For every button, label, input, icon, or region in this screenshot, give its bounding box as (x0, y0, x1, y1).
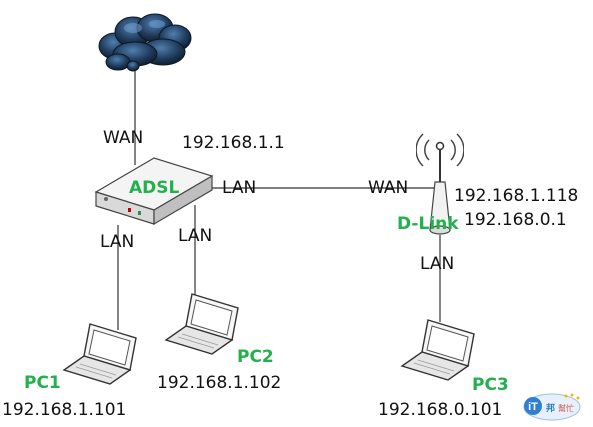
svg-text:幫忙: 幫忙 (558, 403, 574, 413)
adsl-ip: 192.168.1.1 (182, 133, 285, 153)
dlink-wan-ip: 192.168.1.118 (454, 186, 579, 206)
wan-label-dlink: WAN (368, 178, 409, 198)
pc1-ip: 192.168.1.101 (2, 400, 127, 420)
adsl-device-name: ADSL (129, 178, 180, 198)
adsl-modem-icon (94, 157, 214, 226)
cloud-icon (98, 13, 192, 72)
pc2-name: PC2 (237, 347, 274, 367)
wan-label-top: WAN (103, 128, 144, 148)
pc2-ip: 192.168.1.102 (157, 373, 282, 393)
dlink-lan-ip: 192.168.0.1 (464, 210, 567, 230)
lan-label-pc2: LAN (178, 226, 213, 246)
lan-label-pc3: LAN (420, 254, 455, 274)
pc3-name: PC3 (472, 375, 509, 395)
watermark-logo-icon: iT 邦 幫忙 (523, 393, 581, 421)
laptop-icon (400, 319, 475, 381)
svg-text:iT: iT (528, 401, 538, 413)
svg-text:邦: 邦 (546, 402, 555, 414)
laptop-icon (62, 323, 137, 385)
laptop-icon (164, 293, 239, 355)
wireless-router-icon (416, 133, 464, 235)
lan-label-adsl-right: LAN (222, 178, 257, 198)
pc3-ip: 192.168.0.101 (378, 400, 503, 420)
dlink-device-name: D-Link (397, 214, 459, 234)
lan-label-pc1: LAN (100, 232, 135, 252)
pc1-name: PC1 (24, 373, 61, 393)
